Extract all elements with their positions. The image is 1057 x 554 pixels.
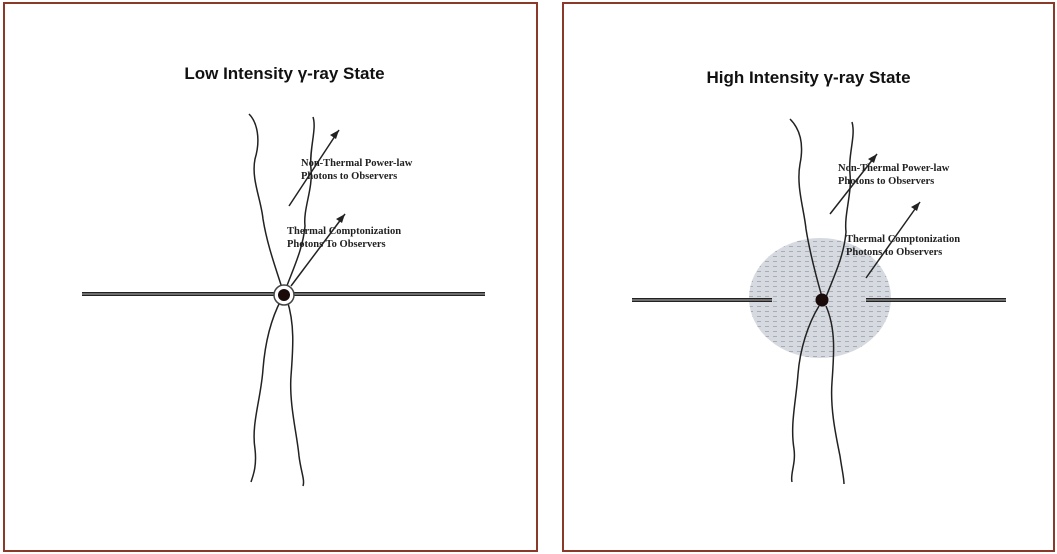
- thermal-label-line2: Photons To Observers: [287, 238, 401, 251]
- nonthermal-label-line2: Photons to Observers: [838, 175, 949, 188]
- nonthermal-label: Non-Thermal Power-law Photons to Observe…: [838, 162, 949, 188]
- upper-jet-right: [285, 117, 314, 291]
- thermal-label: Thermal Comptonization Photons To Observ…: [287, 225, 401, 251]
- black-hole: [278, 289, 290, 301]
- thermal-label-line2: Photons to Observers: [846, 246, 960, 259]
- high-intensity-panel: High Intensity γ-ray State Non-Thermal P…: [562, 2, 1055, 552]
- low-intensity-panel: Low Intensity γ-ray State Non-Thermal Po…: [3, 2, 538, 552]
- thermal-label: Thermal Comptonization Photons to Observ…: [846, 233, 960, 259]
- nonthermal-arrowhead: [330, 130, 339, 139]
- thermal-label-line1: Thermal Comptonization: [287, 225, 401, 238]
- thermal-arrowhead: [911, 202, 920, 211]
- nonthermal-label-line2: Photons to Observers: [301, 170, 412, 183]
- high-intensity-diagram: [564, 4, 1053, 550]
- nonthermal-label: Non-Thermal Power-law Photons to Observe…: [301, 157, 412, 183]
- nonthermal-label-line1: Non-Thermal Power-law: [301, 157, 412, 170]
- lower-jet-left: [251, 300, 281, 482]
- lower-jet-right: [287, 300, 304, 486]
- low-intensity-diagram: [5, 4, 536, 550]
- thermal-label-line1: Thermal Comptonization: [846, 233, 960, 246]
- thermal-arrowhead: [336, 214, 345, 223]
- upper-jet-left: [249, 114, 283, 291]
- nonthermal-label-line1: Non-Thermal Power-law: [838, 162, 949, 175]
- black-hole: [816, 294, 829, 307]
